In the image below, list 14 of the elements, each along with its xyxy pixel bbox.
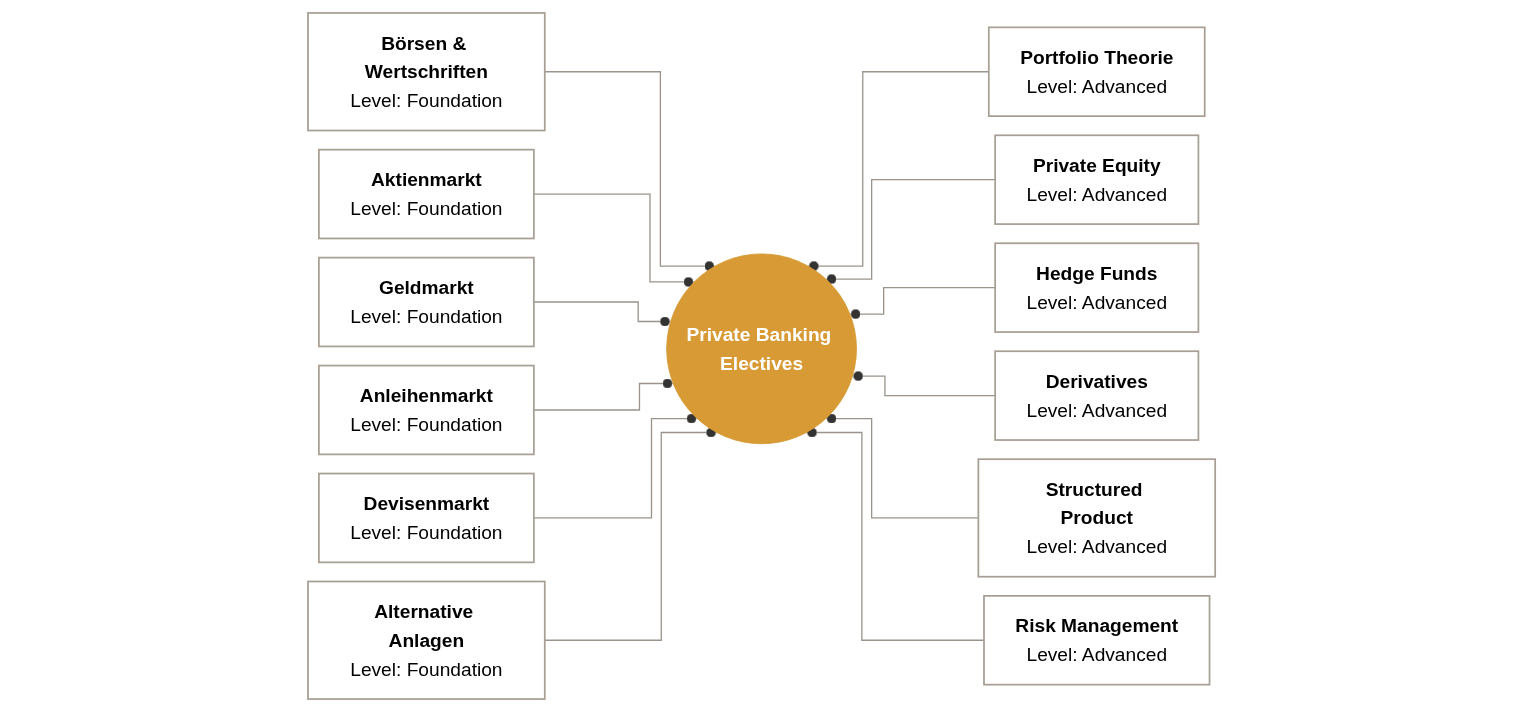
course-box: Anleihenmarkt Level: Foundation (318, 364, 536, 456)
course-box: Alternative Anlagen Level: Foundation (307, 580, 547, 700)
topic-circle: Private Banking Electives (666, 253, 858, 445)
course-box: Structured Product Level: Advanced (977, 458, 1217, 578)
course-box: Private Equity Level: Advanced (994, 134, 1200, 225)
course-box: Geldmarkt Level: Foundation (318, 256, 536, 348)
course-box: Hedge Funds Level: Advanced (994, 242, 1200, 333)
course-box: Devisenmarkt Level: Foundation (318, 472, 536, 564)
course-box: Portfolio Theorie Level: Advanced (988, 26, 1206, 117)
connector-line (807, 71, 990, 272)
course-box: Risk Management Level: Advanced (983, 595, 1211, 686)
course-box: Aktienmarkt Level: Foundation (318, 148, 536, 240)
course-box: Börsen & Wertschriften Level: Foundation (307, 12, 547, 132)
course-box: Derivatives Level: Advanced (994, 350, 1200, 441)
